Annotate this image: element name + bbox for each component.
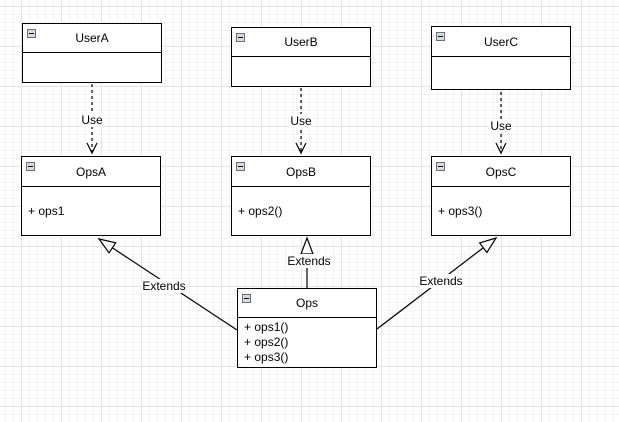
class-name: OpsA	[75, 164, 106, 179]
class-members	[232, 57, 370, 86]
edge-label-extends-ops-opsa[interactable]: Extends	[141, 279, 187, 293]
class-members: + ops1() + ops2() + ops3()	[238, 318, 376, 367]
class-name: UserA	[75, 31, 109, 45]
class-members: + ops1	[22, 187, 160, 235]
class-title-bar: UserC	[432, 27, 570, 57]
collapse-icon[interactable]	[242, 294, 251, 303]
class-box-userc[interactable]: UserC	[431, 26, 571, 90]
class-name: OpsB	[285, 164, 316, 179]
collapse-icon[interactable]	[26, 162, 35, 171]
class-members	[432, 57, 570, 89]
class-title-bar: OpsB	[232, 157, 370, 187]
class-members	[23, 53, 161, 82]
class-name: UserC	[483, 34, 518, 49]
class-member: + ops2()	[244, 335, 289, 349]
class-title-bar: OpsA	[22, 157, 160, 187]
class-box-opsa[interactable]: OpsA + ops1	[21, 156, 161, 236]
edge-label-extends-ops-opsb[interactable]: Extends	[286, 254, 332, 268]
class-box-userb[interactable]: UserB	[231, 27, 371, 87]
class-member: + ops1()	[244, 320, 289, 334]
class-members: + ops3()	[432, 187, 570, 235]
edge-label-use-usera-opsa[interactable]: Use	[80, 113, 104, 127]
edge-label-extends-ops-opsc[interactable]: Extends	[418, 274, 464, 288]
class-member: + ops2()	[238, 203, 283, 218]
class-box-ops[interactable]: Ops + ops1() + ops2() + ops3()	[237, 288, 377, 368]
class-name: OpsC	[485, 164, 517, 179]
class-members: + ops2()	[232, 187, 370, 235]
class-box-opsc[interactable]: OpsC + ops3()	[431, 156, 571, 236]
class-name: UserB	[284, 35, 318, 49]
edge-label-use-userc-opsc[interactable]: Use	[489, 119, 513, 133]
class-member: + ops1	[28, 203, 65, 218]
collapse-icon[interactable]	[27, 29, 36, 38]
collapse-icon[interactable]	[436, 32, 445, 41]
collapse-icon[interactable]	[436, 162, 445, 171]
edge-label-use-userb-opsb[interactable]: Use	[289, 114, 313, 128]
class-title-bar: UserB	[232, 28, 370, 57]
class-member: + ops3()	[438, 203, 483, 218]
collapse-icon[interactable]	[236, 162, 245, 171]
class-box-usera[interactable]: UserA	[22, 23, 162, 83]
class-box-opsb[interactable]: OpsB + ops2()	[231, 156, 371, 236]
class-title-bar: Ops	[238, 289, 376, 318]
class-title-bar: OpsC	[432, 157, 570, 187]
collapse-icon[interactable]	[236, 33, 245, 42]
class-member: + ops3()	[244, 350, 289, 364]
class-name: Ops	[295, 296, 318, 310]
class-title-bar: UserA	[23, 24, 161, 53]
